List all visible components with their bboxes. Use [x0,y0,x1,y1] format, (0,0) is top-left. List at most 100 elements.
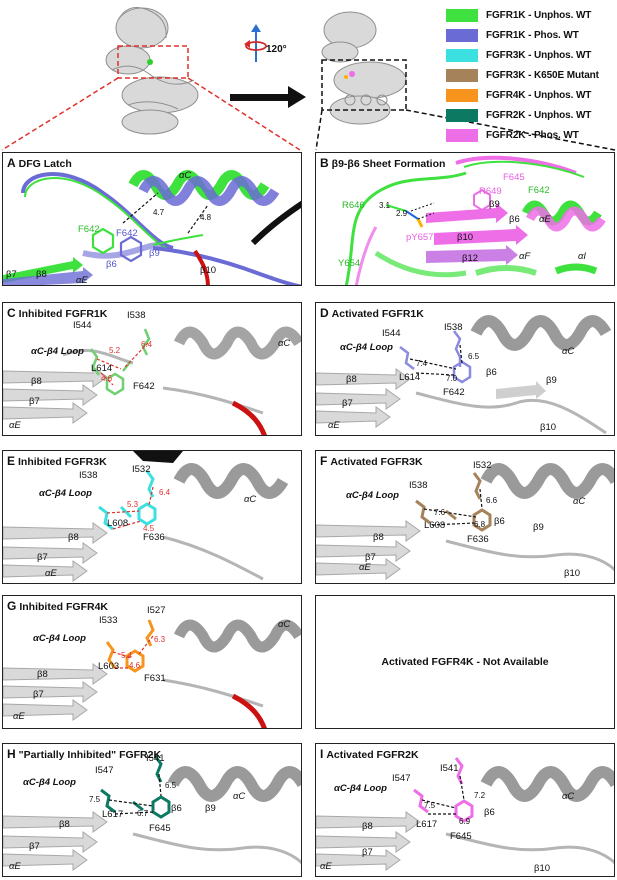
label-beta12: β12 [462,253,479,264]
label-beta10: β10 [534,863,551,874]
label-dist-5-2: 5.2 [109,346,121,355]
label-dist-7-5: 7.5 [424,801,436,810]
label-ac-b4-loop: αC-β4 Loop [334,783,387,794]
label-beta8: β8 [362,821,373,832]
label-r646: R646 [342,200,365,211]
label-alpha-e: αE [9,420,21,431]
legend-item: FGFR4K - Unphos. WT [446,85,614,105]
panel-h-title: H"Partially Inhibited" FGFR2K [7,747,162,761]
label-beta6: β6 [484,807,495,818]
label-alpha-e: αE [539,214,551,225]
label-beta9: β9 [489,199,500,210]
label-beta7: β7 [29,841,40,852]
rotation-icon [244,24,267,62]
legend-label: FGFR3K - K650E Mutant [486,69,599,81]
label-beta7: β7 [37,552,48,563]
legend-swatch [446,108,478,122]
label-beta6: β6 [486,367,497,378]
legend-label: FGFR1K - Phos. WT [486,29,579,41]
label-alpha-e: αE [359,562,371,573]
label-i541: I541 [146,753,165,764]
label-l614: L614 [91,363,113,374]
legend-swatch [446,68,478,82]
label-i533: I533 [99,615,118,626]
zoom-box-left [117,45,189,79]
label-dist-2-9: 2.9 [396,209,408,218]
panel-b-art [344,155,606,285]
legend-label: FGFR2K - Unphos. WT [486,109,592,121]
label-beta8: β8 [36,269,47,280]
label-i547: I547 [392,773,411,784]
legend-item: FGFR2K - Unphos. WT [446,105,614,125]
label-alpha-f: αF [519,251,531,262]
label-f645: F645 [450,831,472,842]
label-beta7: β7 [29,396,40,407]
label-beta9: β9 [533,522,544,533]
label-ac-b4-loop: αC-β4 Loop [340,342,393,353]
label-beta7: β7 [365,552,376,563]
legend-item: FGFR3K - K650E Mutant [446,65,614,85]
panel-a-art [3,170,301,285]
label-beta9: β9 [205,803,216,814]
label-r649: R649 [479,186,502,197]
legend-item: FGFR2K - Phos. WT [446,125,614,145]
label-dist-4-8: 4.8 [200,213,212,222]
legend-swatch [446,28,478,42]
label-beta6: β6 [494,516,505,527]
label-l617: L617 [416,819,438,830]
label-dist-6-6: 6.6 [486,496,498,505]
label-dist-6-5: 6.5 [468,352,480,361]
label-beta6: β6 [106,259,117,270]
label-alpha-c: αC [562,791,575,802]
label-alpha-i: αI [578,251,587,262]
label-alpha-c: αC [278,338,291,349]
label-l608: L608 [107,518,129,529]
label-beta6: β6 [171,803,182,814]
label-alpha-e: αE [13,711,25,722]
ligand-left [147,59,153,65]
label-f645: F645 [503,172,525,183]
label-ac-b4-loop: αC-β4 Loop [33,633,86,644]
label-f631: F631 [144,673,166,684]
label-beta10: β10 [540,422,557,433]
label-alpha-c: αC [244,494,257,505]
label-beta8: β8 [37,669,48,680]
label-dist-6-5: 6.5 [165,781,177,790]
label-dist-5-4: 5.4 [121,651,133,660]
label-alpha-e: αE [76,275,88,286]
label-beta8: β8 [346,374,357,385]
label-dist-7-5: 7.5 [89,795,101,804]
label-dist-6-4: 6.4 [141,340,153,349]
transition-arrow-icon [230,86,306,108]
label-f645: F645 [149,823,171,834]
label-dist-7-0: 7.0 [446,374,458,383]
label-beta10: β10 [200,265,217,276]
legend-item: FGFR3K - Unphos. WT [446,45,614,65]
label-dist-6-3: 6.3 [154,635,166,644]
label-i541: I541 [440,763,459,774]
label-beta7: β7 [342,398,353,409]
kinase-structure-left [105,7,199,135]
label-beta9: β9 [149,248,160,259]
label-beta8: β8 [59,819,70,830]
label-alpha-c: αC [278,619,291,630]
zoom-box-right [321,59,407,111]
label-alpha-c: αC [573,496,586,507]
label-alpha-e: αE [9,861,21,872]
rotation-angle: 120° [266,44,287,55]
label-alpha-e: αE [328,420,340,431]
kinase-structure-right [321,11,407,125]
label-i544: I544 [382,328,401,339]
label-ac-b4-loop: αC-β4 Loop [23,777,76,788]
